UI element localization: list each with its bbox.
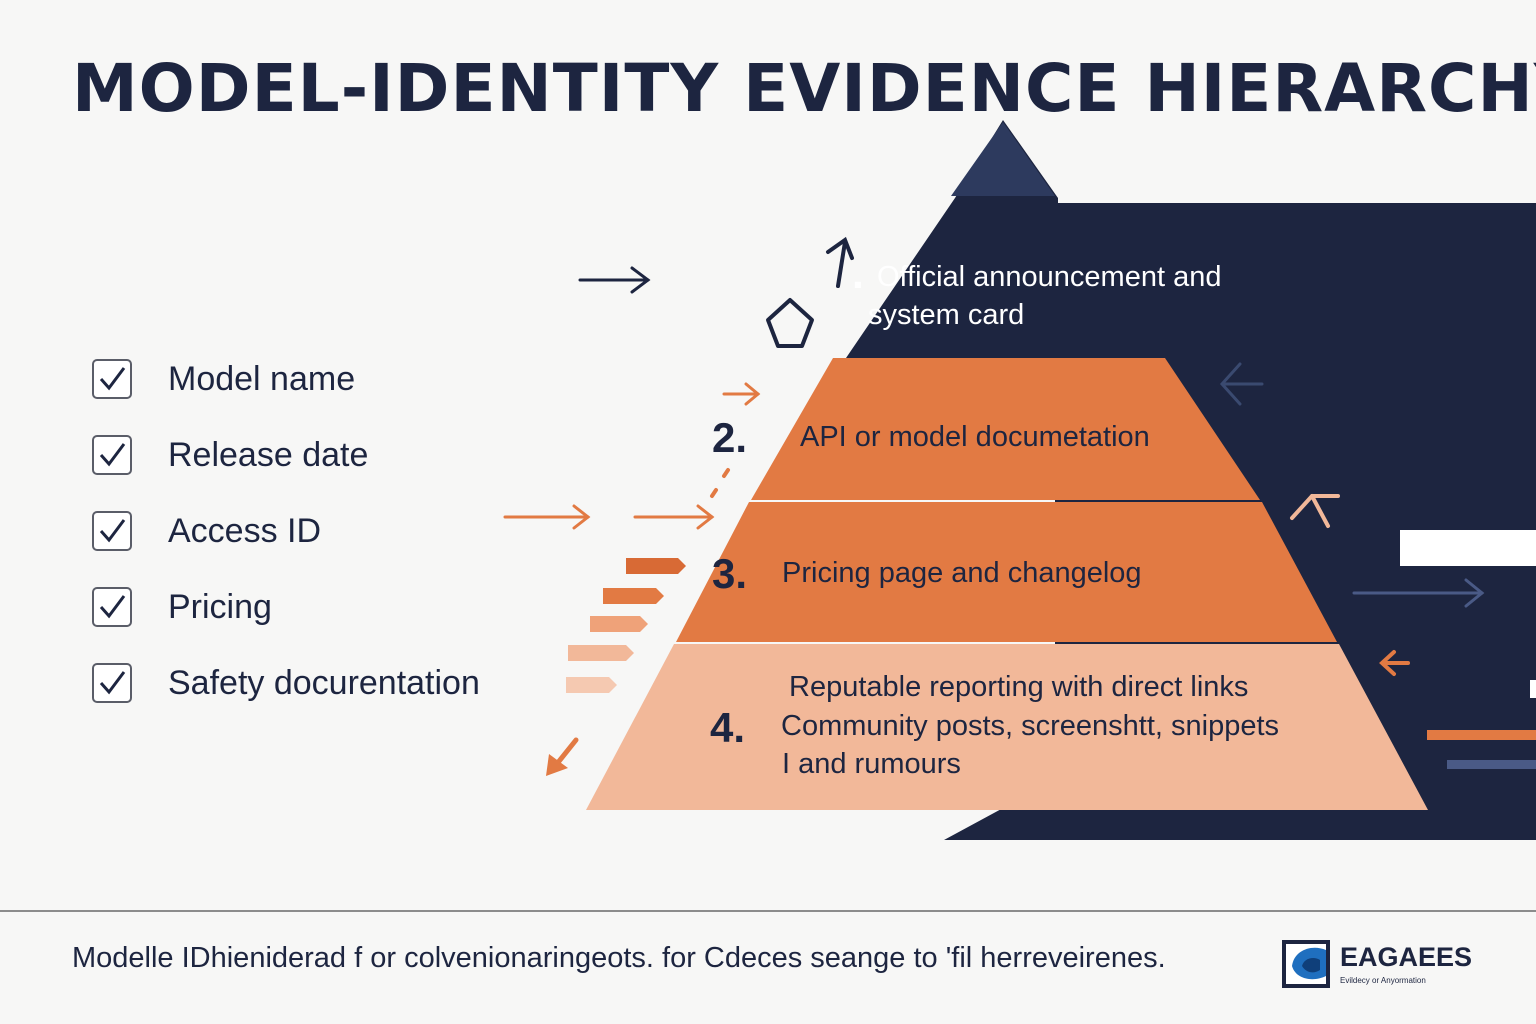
dash-marks-icon	[710, 468, 730, 498]
checklist-item: Safety docurentation	[92, 660, 480, 706]
orange-bar-decoration	[1427, 730, 1536, 740]
white-bar-decoration	[1400, 530, 1536, 566]
checklist-label: Model name	[168, 359, 356, 398]
pyramid-tier-2	[751, 358, 1260, 500]
footer-divider	[0, 910, 1536, 912]
logo-name: EAGAEES	[1340, 942, 1473, 972]
footer-caption: Modelle IDhieniderad f or colvenionaring…	[72, 942, 1166, 974]
check-icon	[99, 519, 126, 543]
page-title: MODEL-IDENTITY EVIDENCE HIERARCHY	[72, 50, 1536, 127]
check-icon	[99, 595, 126, 619]
arrow-right-icon	[503, 504, 591, 530]
arrow-up-icon	[826, 236, 854, 288]
checklist-label: Safety docurentation	[168, 663, 480, 702]
arrow-left-icon	[1219, 362, 1264, 406]
checklist-label: Access ID	[168, 511, 322, 550]
arrow-right-icon	[633, 504, 715, 530]
checkbox[interactable]	[92, 587, 132, 627]
checklist-label: Pricing	[168, 587, 272, 626]
checkbox[interactable]	[92, 435, 132, 475]
checklist-item: Release date	[92, 432, 480, 478]
checklist: Model name Release date Access ID Pricin…	[92, 356, 480, 736]
tier-1-text-line: Official announcement and	[877, 261, 1222, 293]
pyramid-apex-cap	[951, 122, 1055, 196]
pentagon-icon	[766, 298, 814, 348]
logo-mark-icon	[1282, 940, 1330, 988]
tier-4-number: 4.	[710, 704, 746, 751]
arrow-right-icon	[722, 382, 761, 406]
arrow-down-left-icon	[546, 737, 579, 776]
arrow-right-icon	[578, 266, 651, 294]
navy-bar-decoration	[1447, 760, 1536, 769]
tier-4-text-line: Reputable reporting with direct links	[789, 671, 1249, 703]
checkbox[interactable]	[92, 511, 132, 551]
tier-1-text-line: system card	[868, 299, 1025, 331]
tier-2-text-line: API or model documetation	[800, 421, 1150, 453]
tier-3-text-line: Pricing page and changelog	[782, 557, 1142, 589]
brand-logo[interactable]: EAGAEES Evildecy or Anyormation	[1282, 936, 1482, 992]
check-icon	[99, 367, 126, 391]
pyramid-tier-4	[586, 644, 1428, 810]
check-icon	[99, 671, 126, 695]
chevron-up-icon	[1290, 494, 1340, 528]
checklist-item: Pricing	[92, 584, 480, 630]
step-bars-icon	[566, 558, 686, 693]
white-tick-decoration	[1530, 680, 1536, 698]
checklist-item: Access ID	[92, 508, 480, 554]
arrow-right-icon	[1352, 578, 1485, 608]
checkbox[interactable]	[92, 359, 132, 399]
checkbox[interactable]	[92, 663, 132, 703]
tier-1-number: .	[852, 250, 864, 297]
check-icon	[99, 443, 126, 467]
checklist-item: Model name	[92, 356, 480, 402]
checklist-label: Release date	[168, 435, 369, 474]
arrow-left-icon	[1379, 650, 1410, 676]
logo-tagline: Evildecy or Anyormation	[1340, 976, 1426, 985]
tier-3-number: 3.	[712, 550, 748, 597]
pyramid-tier-3	[676, 502, 1337, 642]
tier-4-text-line: I and rumours	[782, 748, 961, 780]
tier-2-number: 2.	[712, 414, 748, 461]
tier-4-text-line: Community posts, screenshtt, snippets	[781, 710, 1280, 742]
